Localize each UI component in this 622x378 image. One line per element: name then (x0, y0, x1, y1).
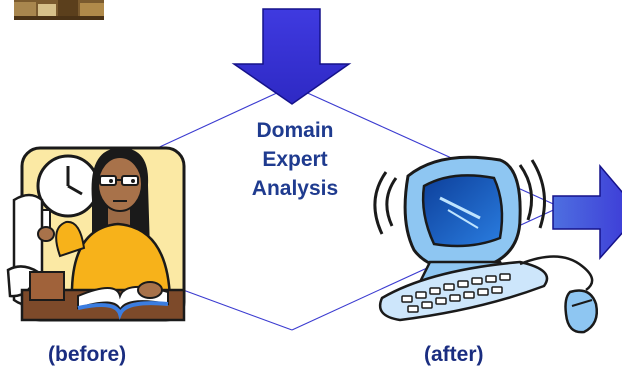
center-label-line-2: Expert (262, 148, 328, 171)
down-arrow-icon (231, 8, 352, 105)
diamond-edge-bottom-left (174, 286, 293, 331)
center-label-line-1: Domain (256, 119, 334, 142)
center-label: Domain Expert Analysis (225, 116, 365, 203)
computer-illustration (373, 155, 598, 334)
diamond-edge-top-left (139, 85, 293, 157)
caption-after: (after) (424, 343, 484, 366)
photo-fragment-thumbnail (14, 0, 104, 20)
caption-before: (before) (48, 343, 127, 366)
right-arrow-icon (552, 163, 622, 260)
mouse-icon (564, 289, 598, 334)
center-label-line-3: Analysis (251, 177, 339, 200)
woman-at-desk-illustration (6, 146, 186, 322)
